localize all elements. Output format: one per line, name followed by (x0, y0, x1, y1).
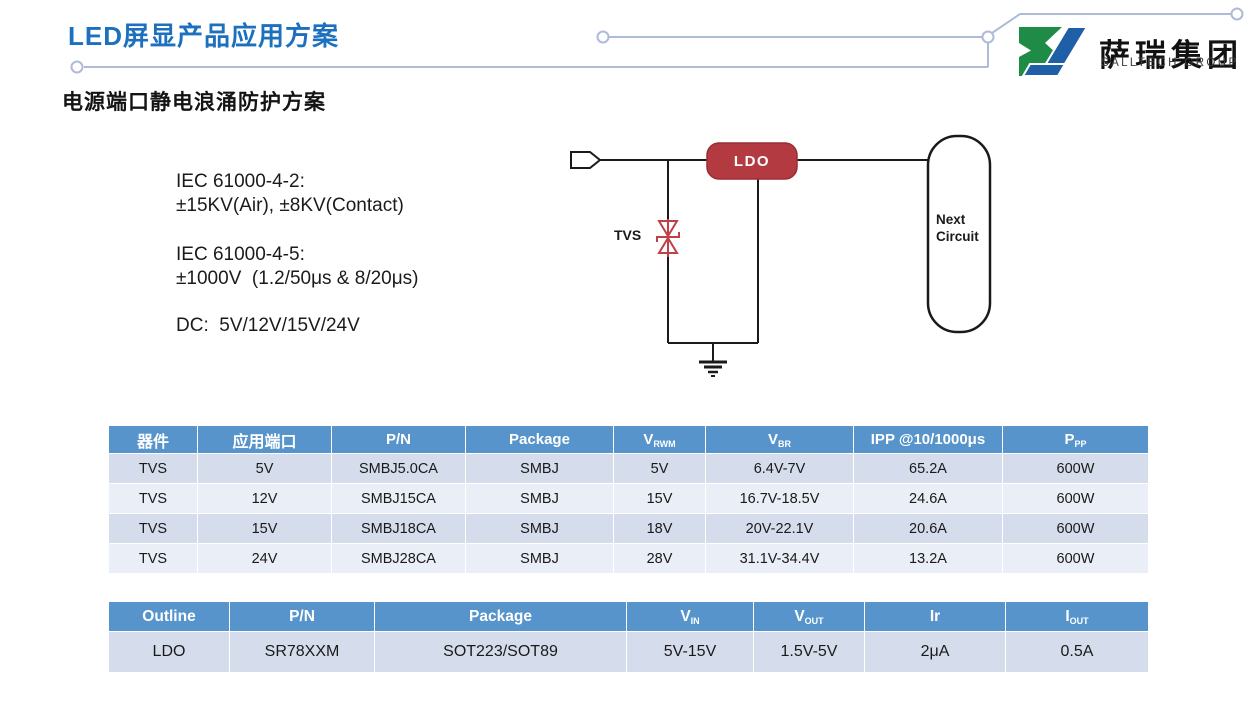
table-row: TVS 5V SMBJ5.0CA SMBJ 5V 6.4V-7V 65.2A 6… (108, 453, 1149, 484)
decorative-trace-lines (70, 7, 1244, 74)
table-header-row: Outline P/N Package VIN VOUT Ir IOUT (108, 601, 1149, 632)
table-cell: SMBJ18CA (331, 513, 466, 544)
table-cell: LDO (108, 631, 230, 673)
table-cell: TVS (108, 543, 198, 574)
table-cell: 5V-15V (626, 631, 754, 673)
table-cell: SMBJ (465, 483, 614, 514)
column-header: PPP (1002, 425, 1149, 454)
table-cell: 600W (1002, 543, 1149, 574)
column-header: IOUT (1005, 601, 1149, 632)
table-cell: TVS (108, 483, 198, 514)
dc-voltages-line: DC: 5V/12V/15V/24V (176, 315, 360, 336)
protection-circuit-diagram: TVS LDO Next Circuit (570, 134, 992, 377)
column-header: VOUT (753, 601, 865, 632)
next-circuit-block (926, 134, 992, 334)
table-cell: 24.6A (853, 483, 1003, 514)
table-cell: 65.2A (853, 453, 1003, 484)
table-cell: 31.1V-34.4V (705, 543, 854, 574)
table-cell: 20V-22.1V (705, 513, 854, 544)
section-subtitle: 电源端口静电浪涌防护方案 (62, 91, 326, 114)
column-header: VRWM (613, 425, 706, 454)
table-row: TVS 12V SMBJ15CA SMBJ 15V 16.7V-18.5V 24… (108, 483, 1149, 514)
tvs-label: TVS (614, 227, 641, 243)
table-cell: 6.4V-7V (705, 453, 854, 484)
table-cell: SMBJ (465, 543, 614, 574)
table-cell: 600W (1002, 453, 1149, 484)
table-row: LDO SR78XXM SOT223/SOT89 5V-15V 1.5V-5V … (108, 631, 1149, 673)
table-cell: 13.2A (853, 543, 1003, 574)
column-header: 应用端口 (197, 425, 332, 454)
esd-standard-line: IEC 61000-4-2: (176, 171, 305, 192)
table-cell: 2μA (864, 631, 1006, 673)
table-cell: 20.6A (853, 513, 1003, 544)
next-circuit-label-line2: Circuit (936, 229, 979, 244)
table-row: TVS 15V SMBJ18CA SMBJ 18V 20V-22.1V 20.6… (108, 513, 1149, 544)
table-cell: SR78XXM (229, 631, 375, 673)
table-cell: SOT223/SOT89 (374, 631, 627, 673)
ground-symbol-icon (699, 360, 727, 377)
table-cell: 600W (1002, 513, 1149, 544)
table-cell: TVS (108, 513, 198, 544)
column-header: Outline (108, 601, 230, 632)
column-header: Package (465, 425, 614, 454)
table-cell: 18V (613, 513, 706, 544)
tvs-spec-table: 器件 应用端口 P/N Package VRWM VBR IPP @10/100… (108, 425, 1149, 574)
tvs-diode-icon (656, 219, 680, 257)
ldo-block (706, 142, 798, 180)
table-cell: SMBJ5.0CA (331, 453, 466, 484)
surge-value-line: ±1000V (1.2/50μs & 8/20μs) (176, 268, 419, 289)
table-header-row: 器件 应用端口 P/N Package VRWM VBR IPP @10/100… (108, 425, 1149, 454)
table-cell: SMBJ15CA (331, 483, 466, 514)
circuit-wires (600, 159, 928, 361)
column-header: Ir (864, 601, 1006, 632)
column-header: Package (374, 601, 627, 632)
table-cell: 600W (1002, 483, 1149, 514)
logo-company-name-en: SALLTECH GROUP (1101, 57, 1239, 69)
table-cell: TVS (108, 453, 198, 484)
table-cell: 12V (197, 483, 332, 514)
column-header: VIN (626, 601, 754, 632)
table-cell: 15V (613, 483, 706, 514)
page-title: LED屏显产品应用方案 (68, 21, 340, 51)
table-cell: 15V (197, 513, 332, 544)
input-connector-icon (570, 151, 602, 169)
ldo-label: LDO (734, 153, 770, 170)
table-cell: SMBJ (465, 513, 614, 544)
logo-company-name: 萨瑞集团 (1099, 38, 1243, 73)
table-cell: 0.5A (1005, 631, 1149, 673)
table-cell: 5V (613, 453, 706, 484)
table-cell: 1.5V-5V (753, 631, 865, 673)
table-cell: SMBJ (465, 453, 614, 484)
surge-standard-line: IEC 61000-4-5: (176, 244, 305, 265)
spec-text-block: IEC 61000-4-2: ±15KV(Air), ±8KV(Contact)… (176, 170, 419, 338)
column-header: IPP @10/1000μs (853, 425, 1003, 454)
table-cell: 28V (613, 543, 706, 574)
column-header: P/N (229, 601, 375, 632)
table-row: TVS 24V SMBJ28CA SMBJ 28V 31.1V-34.4V 13… (108, 543, 1149, 574)
column-header: P/N (331, 425, 466, 454)
ldo-spec-table: Outline P/N Package VIN VOUT Ir IOUT LDO… (108, 601, 1149, 673)
table-cell: 16.7V-18.5V (705, 483, 854, 514)
salltech-logo-icon (1019, 27, 1088, 77)
column-header: 器件 (108, 425, 198, 454)
table-cell: 24V (197, 543, 332, 574)
column-header: VBR (705, 425, 854, 454)
table-cell: SMBJ28CA (331, 543, 466, 574)
esd-value-line: ±15KV(Air), ±8KV(Contact) (176, 195, 404, 216)
next-circuit-label-line1: Next (936, 212, 966, 227)
table-cell: 5V (197, 453, 332, 484)
